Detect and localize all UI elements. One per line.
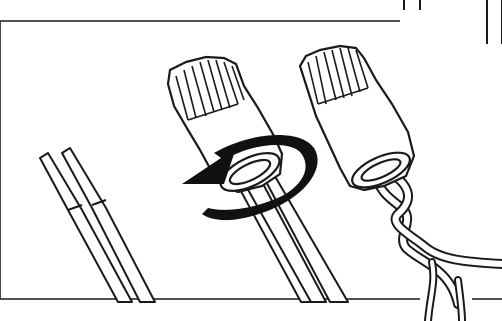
insulation-edge-left — [67, 204, 83, 211]
wire-nut-ribs — [175, 59, 245, 121]
twisted-wire-b-fill — [389, 171, 502, 267]
rotation-arrow-head — [182, 148, 236, 184]
wire-nut — [166, 55, 284, 194]
rotation-arrow-band — [202, 134, 318, 221]
twisted-wires — [372, 169, 502, 321]
twisted-wire-c-fill — [426, 260, 436, 321]
wire-nut-twisted-opening-inner — [360, 158, 402, 182]
wire-nut-twisted — [298, 44, 416, 192]
wire-nut-twisted-ribs — [307, 47, 369, 105]
rotation-arrow — [182, 134, 318, 221]
stripped-wire-pair — [39, 147, 156, 303]
wire-right — [61, 147, 156, 303]
top-right-corner-mark — [403, 0, 502, 44]
frame-border — [0, 20, 502, 300]
wire-nut-opening-inner — [228, 158, 272, 186]
insulation-edge-right — [91, 199, 107, 206]
twisted-wire-d-fill — [456, 278, 464, 321]
